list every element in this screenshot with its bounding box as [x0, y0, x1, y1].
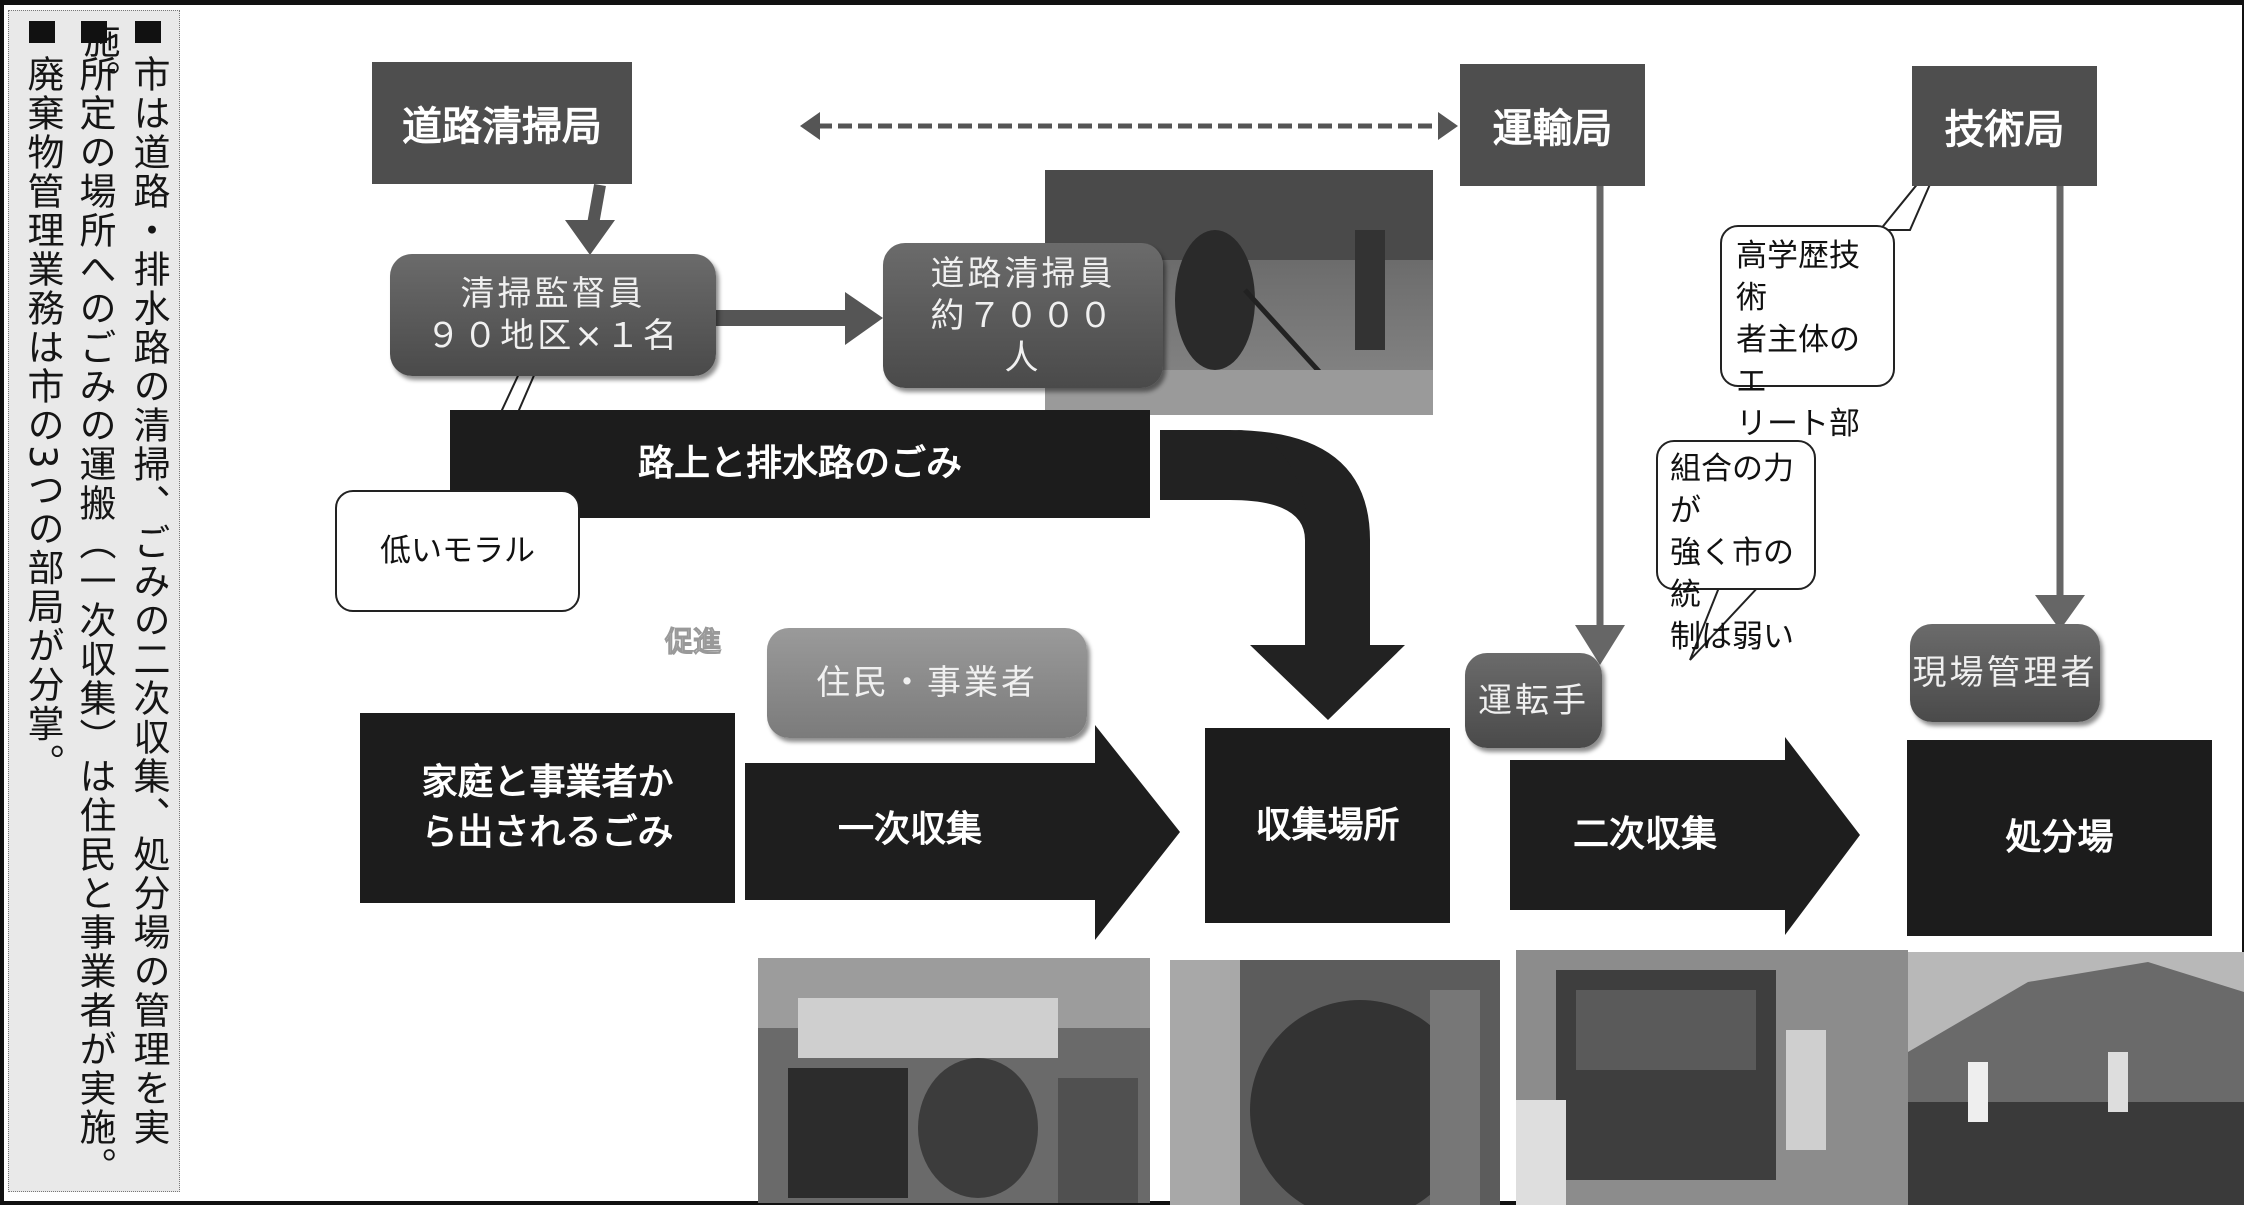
street-sweeper-box: 道路清掃員 約７０００ 人 — [883, 243, 1163, 388]
elite-department-callout: 高学歴技術 者主体のエ リート部局 — [1720, 225, 1895, 484]
summary-bullet-1: 市は道路・排水路の清掃、ごみの二次収集、処分場の管理を実施。 — [77, 21, 170, 1147]
residents-businesses-box: 住民・事業者 — [767, 628, 1087, 738]
transport-department: 運輸局 — [1460, 64, 1645, 186]
disposal-site-photo — [1908, 952, 2244, 1205]
summary-bullet-2: 所定の場所へのごみの運搬（一次収集）は住民と事業者が実施。 — [69, 21, 119, 1191]
technical-department: 技術局 — [1912, 66, 2097, 186]
bullet-marker-icon — [81, 21, 107, 43]
promotion-faint-label: 促進 — [664, 625, 722, 659]
disposal-site-box: 処分場 — [1907, 740, 2212, 936]
primary-collection-label: 一次収集 — [837, 809, 982, 850]
collection-point-box: 収集場所 — [1205, 728, 1450, 923]
cleaning-supervisor-box: 清掃監督員 ９０地区×１名 — [390, 254, 716, 376]
bullet-marker-icon — [29, 21, 55, 43]
secondary-collection-label: 二次収集 — [1572, 814, 1717, 855]
primary-collection-photo — [758, 958, 1150, 1203]
low-morale-callout: 低いモラル — [335, 490, 580, 612]
collection-point-photo — [1170, 960, 1500, 1205]
household-business-waste-box: 家庭と事業者か ら出されるごみ — [360, 713, 735, 903]
road-cleaning-department: 道路清掃局 — [372, 62, 632, 184]
bullet-marker-icon — [135, 21, 161, 43]
site-manager-box: 現場管理者 — [1910, 624, 2100, 722]
summary-bullet-3: 廃棄物管理業務は市の3つの部局が分掌。 — [17, 21, 67, 1191]
union-power-callout: 組合の力が 強く市の統 制は弱い — [1656, 440, 1816, 655]
garbage-truck-photo — [1516, 950, 1908, 1205]
driver-box: 運転手 — [1465, 653, 1602, 748]
summary-panel: 市は道路・排水路の清掃、ごみの二次収集、処分場の管理を実施。 所定の場所へのごみ… — [8, 10, 180, 1192]
